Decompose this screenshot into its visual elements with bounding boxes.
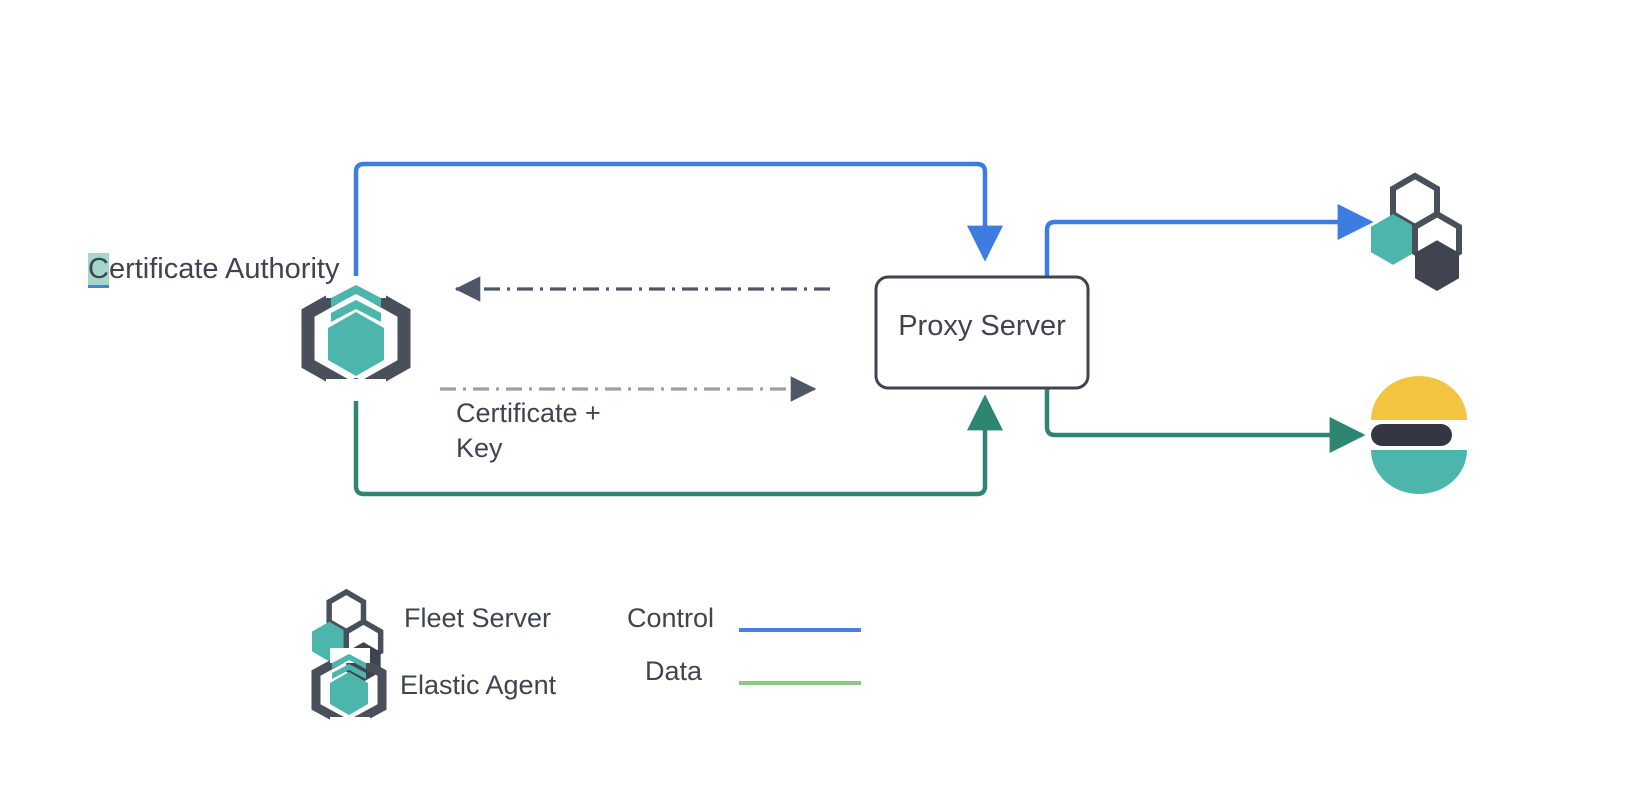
certificate-and-key-line-1: Certificate + (456, 398, 601, 428)
legend-elastic-agent-label: Elastic Agent (400, 670, 557, 700)
fleet-server-icon (1371, 172, 1462, 291)
certificate-and-key-edge-label: Certificate + Key (456, 396, 676, 465)
elastic-agent-icon (301, 276, 411, 401)
legend-control-label: Control (627, 603, 715, 633)
edge-data-proxy-to-elasticsearch (1044, 388, 1366, 453)
legend-data-label: Data (645, 656, 703, 686)
elasticsearch-icon (1371, 376, 1467, 494)
legend-elastic-agent-icon (311, 648, 387, 732)
proxy-server-box[interactable] (874, 275, 1090, 390)
edge-control-agent-to-proxy (353, 161, 1003, 292)
edge-control-proxy-to-fleet (1044, 204, 1374, 277)
certificate-and-key-line-2: Key (456, 432, 503, 463)
edge-data-agent-to-proxy (353, 378, 1003, 497)
certificate-authority-label: Certificate Authority (88, 252, 340, 288)
legend-fleet-server-label: Fleet Server (404, 603, 552, 633)
certificate-authority-label-highlight: C (88, 253, 109, 288)
certificate-authority-label-rest: ertificate Authority (108, 253, 340, 285)
proxy-server-label: Proxy Server (898, 310, 1066, 342)
